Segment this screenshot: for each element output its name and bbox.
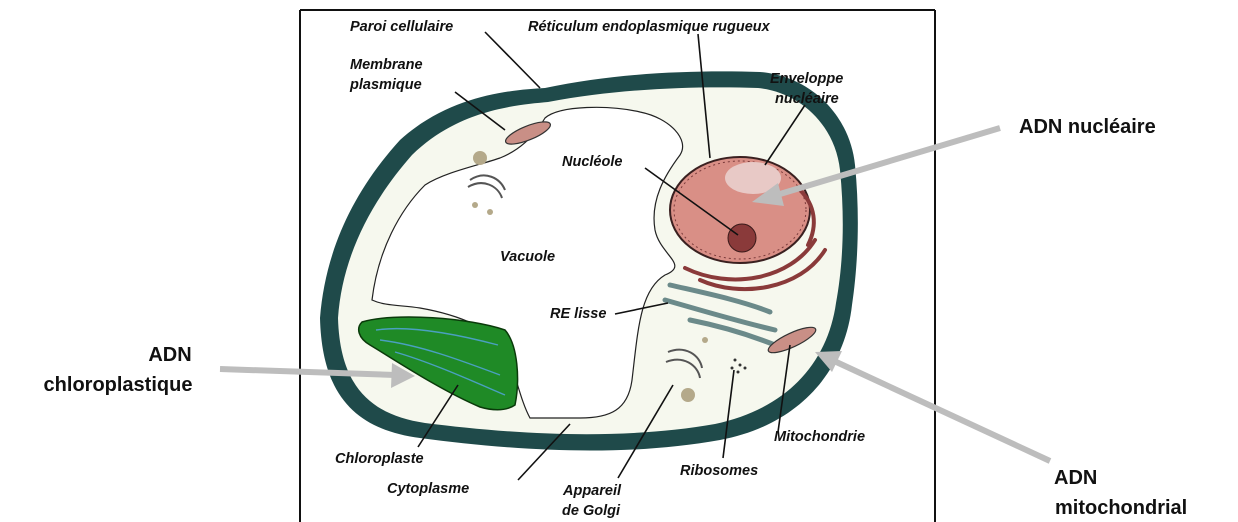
label-enveloppe-1: Enveloppe	[770, 71, 843, 87]
label-paroi: Paroi cellulaire	[350, 19, 453, 35]
label-reticulum: Réticulum endoplasmique rugueux	[528, 19, 771, 35]
label-nucleole: Nucléole	[562, 154, 622, 170]
label-re-lisse: RE lisse	[550, 306, 606, 322]
callout-adn-nucleaire: ADN nucléaire	[1019, 116, 1156, 138]
label-chloroplaste: Chloroplaste	[335, 451, 424, 467]
callout-adn-mito-1: ADN	[1054, 467, 1097, 489]
label-mitochondrie: Mitochondrie	[774, 429, 865, 445]
callout-adn-mito-2: mitochondrial	[1055, 497, 1187, 519]
label-appareil-2: de Golgi	[562, 503, 621, 519]
label-appareil-1: Appareil	[562, 483, 622, 499]
label-ribosomes: Ribosomes	[680, 463, 758, 479]
callout-adn-chloro-1: ADN	[148, 344, 191, 366]
label-membrane-2: plasmique	[349, 77, 422, 93]
nucleus	[670, 157, 810, 263]
nucleolus	[728, 224, 756, 252]
label-cytoplasme: Cytoplasme	[387, 481, 469, 497]
callout-adn-chloro-2: chloroplastique	[44, 374, 193, 396]
label-membrane-1: Membrane	[350, 57, 423, 73]
label-vacuole: Vacuole	[500, 249, 555, 265]
label-enveloppe-2: nucléaire	[775, 91, 839, 107]
